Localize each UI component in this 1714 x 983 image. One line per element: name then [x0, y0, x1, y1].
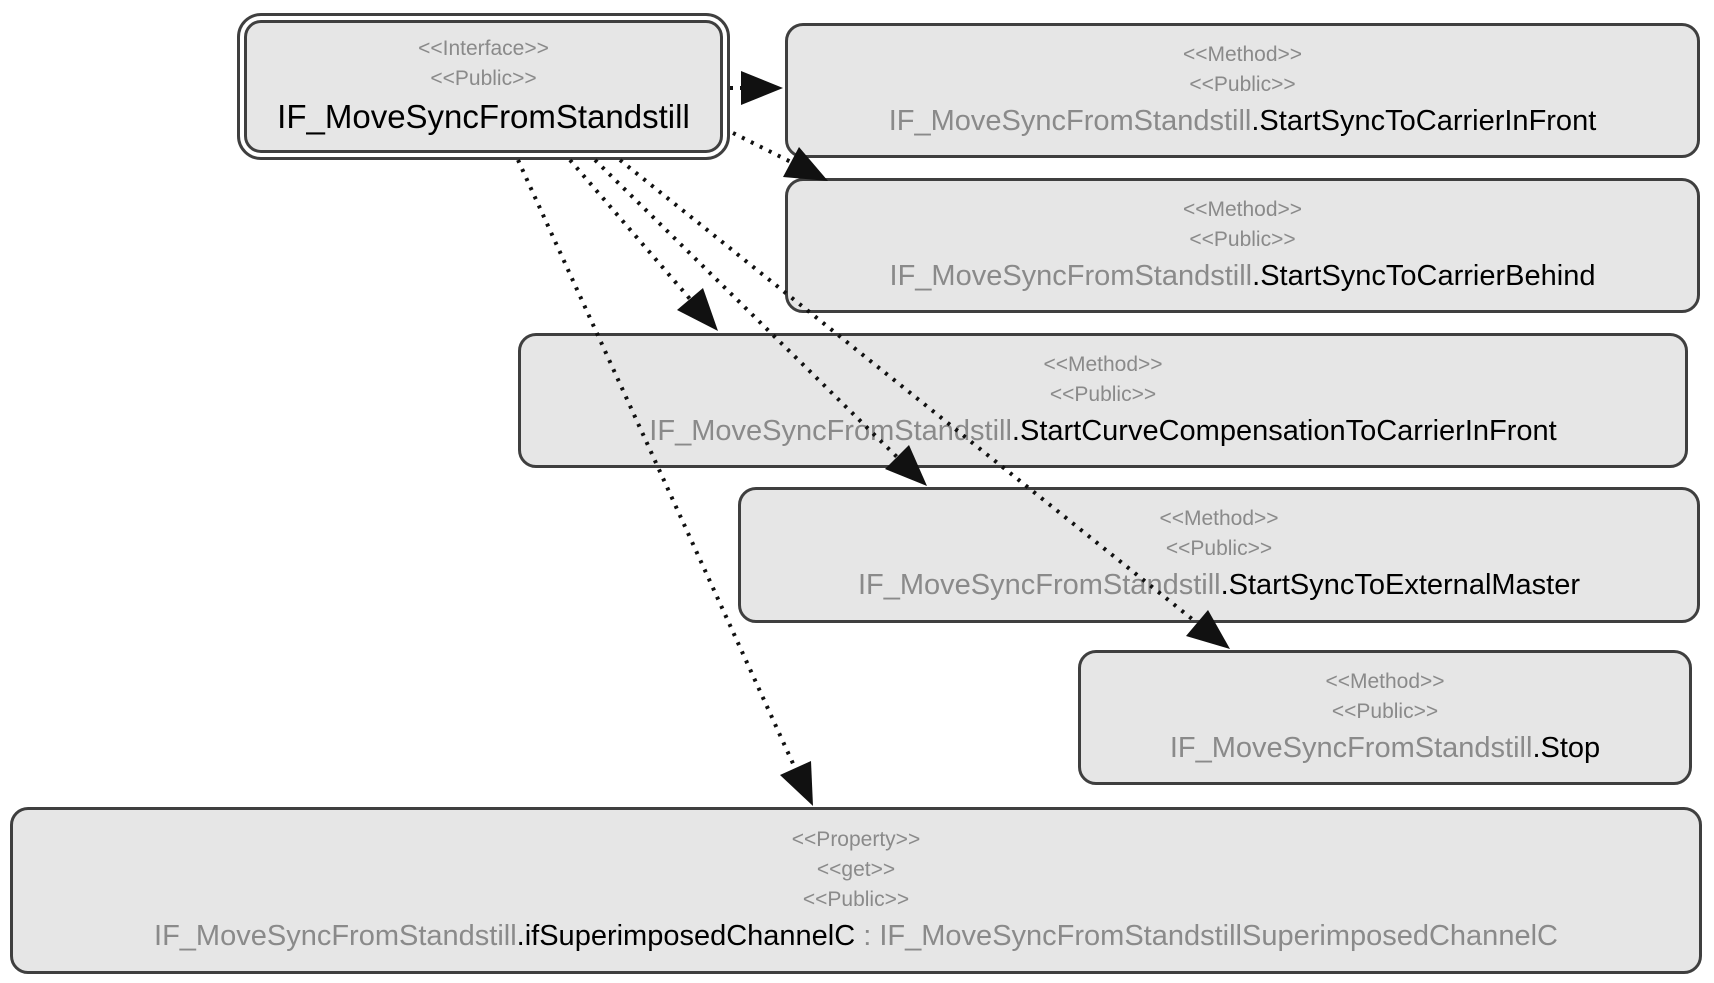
stereotype: <<Public>>	[1049, 382, 1157, 406]
stereotype: <<Method>>	[1159, 507, 1279, 530]
member-name-line: IF_MoveSyncFromStandstill.StartSyncToCar…	[890, 255, 1596, 297]
stereotype: <<Method>>	[1043, 352, 1163, 376]
arrowhead-icon	[741, 71, 783, 105]
stereotype: <<Property>>	[791, 827, 921, 851]
interface-node[interactable]: <<Interface>> <<Public>> IF_MoveSyncFrom…	[237, 13, 730, 160]
member-qualifier: IF_MoveSyncFromStandstill	[888, 104, 1252, 137]
member-name-line: IF_MoveSyncFromStandstill.StartSyncToExt…	[858, 564, 1580, 606]
interface-name: IF_MoveSyncFromStandstill	[277, 97, 690, 135]
stereotype: <<Method>>	[1182, 42, 1303, 66]
member-separator: .	[1220, 569, 1229, 601]
arrowhead-icon	[677, 288, 718, 331]
interface-stereotype: <<Public>>	[430, 66, 537, 90]
stereotype: <<Public>>	[1189, 72, 1296, 96]
member-separator: .	[1532, 731, 1541, 764]
member-name: StartSyncToExternalMaster	[1228, 569, 1581, 601]
stereotype: <<Public>>	[802, 887, 910, 911]
stereotype: <<Method>>	[1182, 197, 1303, 221]
stereotype: <<Public>>	[1189, 227, 1296, 251]
member-name-line: IF_MoveSyncFromStandstill.StartSyncToCar…	[889, 100, 1597, 142]
dependency-line-start-curve-compensation	[568, 158, 692, 301]
member-qualifier: IF_MoveSyncFromStandstill	[1169, 731, 1533, 764]
property-node-if-superimposed-channel-c[interactable]: <<Property>> <<get>> <<Public>> IF_MoveS…	[10, 807, 1702, 974]
member-qualifier: IF_MoveSyncFromStandstill	[154, 919, 517, 952]
stereotype: <<Method>>	[1325, 669, 1445, 693]
member-name-line: IF_MoveSyncFromStandstill.Stop	[1170, 727, 1600, 769]
method-node-start-sync-to-external-master[interactable]: <<Method>> <<Public>> IF_MoveSyncFromSta…	[738, 487, 1700, 623]
member-qualifier: IF_MoveSyncFromStandstill	[889, 259, 1253, 292]
member-separator: .	[516, 919, 525, 952]
method-node-start-sync-to-carrier-behind[interactable]: <<Method>> <<Public>> IF_MoveSyncFromSta…	[785, 178, 1700, 313]
member-separator: .	[1252, 259, 1261, 292]
arrowhead-icon	[780, 761, 813, 806]
member-name: StartSyncToCarrierInFront	[1259, 104, 1597, 137]
member-qualifier: IF_MoveSyncFromStandstill	[649, 414, 1012, 447]
member-separator: .	[1011, 414, 1020, 447]
member-name: Stop	[1540, 731, 1601, 764]
interface-stereotype: <<Interface>>	[418, 36, 549, 60]
method-node-start-curve-compensation-to-carrier-in-front[interactable]: <<Method>> <<Public>> IF_MoveSyncFromSta…	[518, 333, 1688, 468]
member-name: StartSyncToCarrierBehind	[1260, 259, 1596, 292]
stereotype: <<Public>>	[1331, 699, 1439, 723]
member-name-line: IF_MoveSyncFromStandstill.StartCurveComp…	[649, 410, 1556, 452]
method-node-stop[interactable]: <<Method>> <<Public>> IF_MoveSyncFromSta…	[1078, 650, 1692, 785]
member-type-suffix: : IF_MoveSyncFromStandstillSuperimposedC…	[855, 919, 1558, 952]
member-name-line: IF_MoveSyncFromStandstill.ifSuperimposed…	[154, 915, 1558, 957]
member-name: ifSuperimposedChannelC	[524, 919, 856, 952]
member-name: StartCurveCompensationToCarrierInFront	[1019, 414, 1557, 447]
member-qualifier: IF_MoveSyncFromStandstill	[857, 569, 1221, 601]
method-node-start-sync-to-carrier-in-front[interactable]: <<Method>> <<Public>> IF_MoveSyncFromSta…	[785, 23, 1700, 158]
member-separator: .	[1251, 104, 1260, 137]
stereotype: <<get>>	[816, 857, 896, 881]
stereotype: <<Public>>	[1165, 537, 1273, 560]
dependency-line-start-sync-to-carrier-behind	[732, 131, 792, 164]
interface-node-inner: <<Interface>> <<Public>> IF_MoveSyncFrom…	[244, 20, 723, 153]
